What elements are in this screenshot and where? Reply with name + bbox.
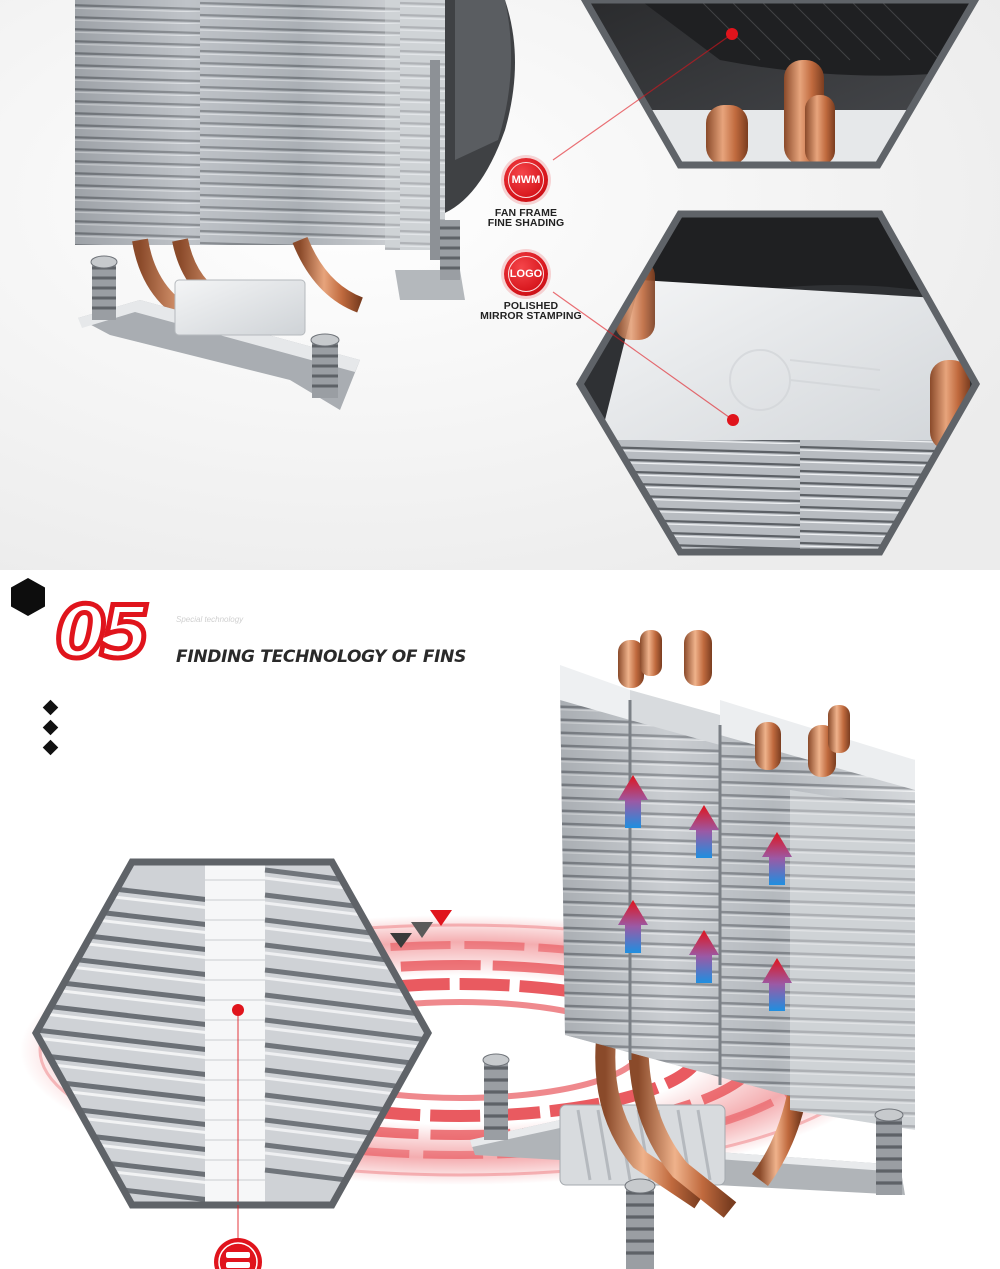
triangle-marker-icon — [390, 933, 412, 948]
heat-ring-graphic — [20, 915, 900, 1185]
callout-label-logo: POLISHED MIRROR STAMPING — [470, 300, 592, 322]
hexagon-bullet-icon — [11, 578, 45, 616]
section-subtitle: Special technology — [176, 615, 244, 624]
section-title: FINDING TECHNOLOGY OF FINS — [176, 647, 467, 667]
triangle-marker-icon — [411, 922, 433, 938]
top-product-illustration — [0, 0, 1000, 570]
callout-label-fan-frame: FAN FRAME FINE SHADING — [470, 207, 582, 229]
badge-text: MWM — [511, 174, 541, 186]
triangle-marker-icon — [430, 910, 452, 926]
badge-text: LOGO — [509, 268, 543, 280]
diamond-bullet-icon — [42, 739, 59, 756]
airflow-arrow-icon — [618, 775, 792, 1011]
diamond-bullet-icon — [42, 699, 59, 716]
callout-line: FAN FRAME — [494, 207, 558, 219]
callout-badge-fan-frame: MWM — [504, 158, 548, 202]
diamond-bullet-icon — [42, 719, 59, 736]
callout-line: MIRROR STAMPING — [480, 310, 582, 322]
section-number: 05 — [53, 590, 152, 674]
callout-line: POLISHED — [503, 300, 559, 312]
callout-badge-logo: LOGO — [504, 252, 548, 296]
callout-line: FINE SHADING — [487, 217, 565, 229]
